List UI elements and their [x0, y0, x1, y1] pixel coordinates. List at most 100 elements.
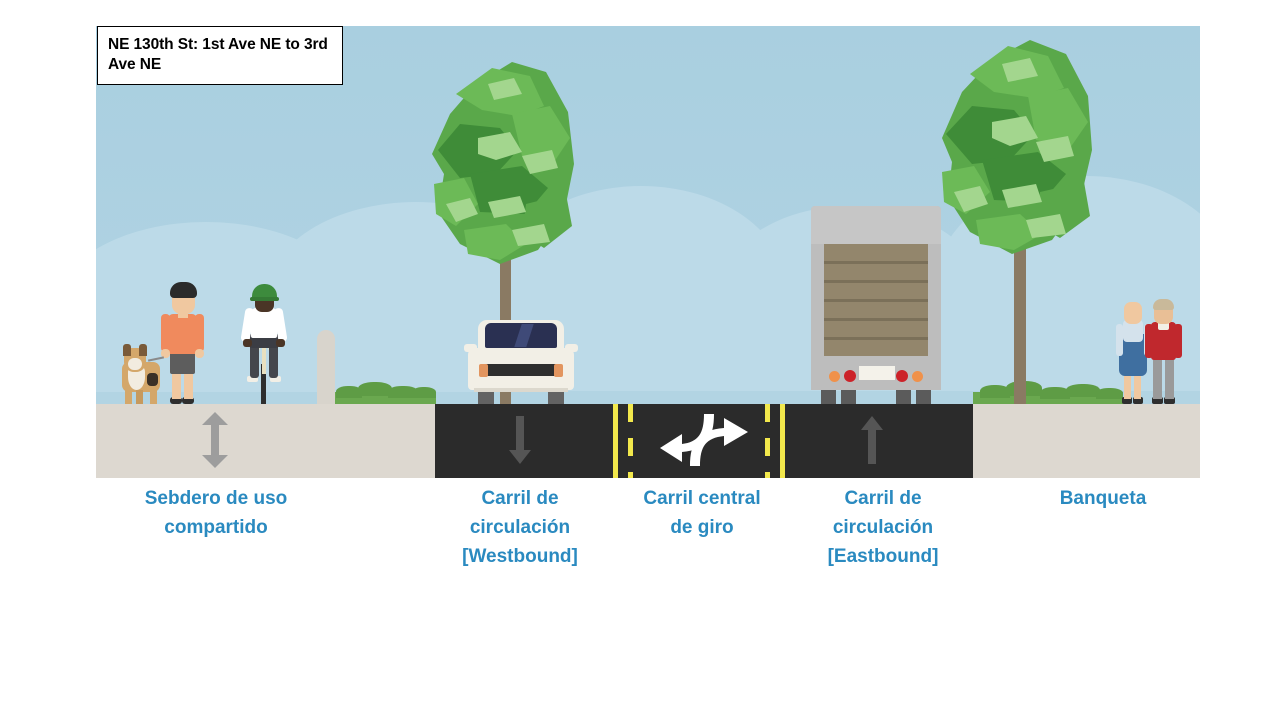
caption-center-turn-lane: Carril central de giro: [616, 485, 788, 543]
dog-leg: [125, 390, 132, 404]
person-leg: [1124, 373, 1131, 399]
car-westbound: [464, 314, 578, 404]
caption-line: Banqueta: [1059, 488, 1147, 509]
person-arm: [1116, 324, 1123, 356]
center-line-solid-left: [613, 404, 618, 478]
car-shadow: [474, 388, 568, 392]
person-hand: [161, 349, 170, 358]
shared-use-path-surface: [96, 404, 435, 478]
arrow-shaft: [211, 424, 219, 456]
truck-tail-light: [844, 370, 856, 382]
two-way-left-turn-arrows: [652, 408, 762, 472]
rider-leg: [269, 342, 278, 378]
person-leg: [172, 371, 181, 399]
center-line-dash: [628, 404, 633, 422]
street-cross-section-illustration: [96, 26, 1200, 478]
person-arm: [161, 314, 170, 352]
box-truck-eastbound: [811, 204, 941, 404]
caption-line: circulación: [469, 516, 571, 538]
shrub: [388, 386, 418, 398]
person-leg: [184, 371, 193, 399]
center-line-dash: [628, 472, 633, 478]
car-mirror: [565, 344, 578, 352]
dog-ear: [139, 344, 147, 356]
truck-door-slat: [824, 299, 928, 302]
pedestrian-with-dog: [116, 272, 208, 404]
center-line-dash: [765, 472, 770, 478]
person-torso: [1123, 320, 1143, 342]
person-pants: [1153, 355, 1162, 399]
truck-door-slat: [824, 318, 928, 321]
truck-marker-light: [912, 371, 923, 382]
person-shoe: [1152, 397, 1163, 404]
slide-title-text: NE 130th St: 1st Ave NE to 3rd Ave NE: [108, 36, 328, 73]
truck-tail-light: [896, 370, 908, 382]
car-taillight: [479, 364, 488, 377]
car-mirror: [464, 344, 477, 352]
shrub: [412, 387, 436, 398]
arrow-shaft: [516, 416, 524, 450]
truck-door-slat: [824, 261, 928, 264]
caption-line: circulación: [832, 516, 934, 538]
person-shorts: [170, 350, 195, 374]
rider-shirt: [251, 308, 277, 338]
bicycle-pedal: [247, 376, 258, 382]
tree-trunk: [500, 186, 511, 404]
rider-hand: [276, 339, 285, 347]
person-arm: [1174, 324, 1182, 358]
caption-eastbound-lane: Carril de circulación [Eastbound]: [796, 485, 970, 572]
dog-leg: [136, 390, 143, 404]
caption-line: compartido: [164, 516, 268, 538]
bicycle-pedal: [270, 376, 281, 382]
person-neck: [178, 310, 188, 318]
truck-wheel: [916, 387, 931, 404]
person-leg: [1134, 373, 1141, 399]
rider-helmet-brim: [250, 297, 279, 301]
caption-line: Carril central: [643, 488, 761, 509]
tree-foliage: [942, 40, 1092, 254]
arrow-head-down: [202, 455, 228, 468]
shrub: [1040, 387, 1070, 399]
center-line-dash: [628, 438, 633, 456]
eastbound-lane-arrow: [861, 416, 883, 464]
truck-door-slat: [824, 280, 928, 283]
truck-box-top-shade: [811, 206, 941, 244]
caption-line: de giro: [670, 516, 734, 538]
person-shirt: [168, 314, 197, 354]
street-tree-left: [426, 52, 576, 404]
caption-sidewalk: Banqueta: [1013, 485, 1193, 514]
center-line-solid-right: [780, 404, 785, 478]
dog-muzzle: [128, 358, 142, 370]
truck-license-plate: [859, 366, 895, 380]
truck-marker-light: [829, 371, 840, 382]
arrow-head-up: [202, 412, 228, 425]
caption-line: Sebdero de uso: [144, 488, 288, 509]
truck-wheel: [896, 387, 911, 404]
person-shoe: [182, 397, 194, 404]
person-head: [1124, 302, 1142, 324]
street-tree-right: [936, 36, 1096, 404]
tree-foliage: [432, 62, 574, 264]
bicycle-wheel: [261, 364, 266, 404]
person-pants: [1165, 355, 1174, 399]
person-hair: [170, 282, 197, 298]
shrub: [336, 386, 362, 398]
car-taillight-bar: [483, 364, 559, 376]
person-shoe: [170, 397, 182, 404]
cyclist: [234, 284, 294, 404]
truck-wheel: [821, 387, 836, 404]
shrub: [358, 382, 392, 396]
person-shoe: [1164, 397, 1175, 404]
pedestrian-pair: [1112, 286, 1182, 404]
arrow-shaft: [868, 430, 876, 464]
caption-shared-use-path: Sebdero de uso compartido: [122, 485, 310, 543]
person-shoe: [1133, 397, 1143, 404]
two-way-path-arrow: [202, 412, 228, 468]
shrub: [1096, 388, 1123, 399]
person-collar: [1158, 320, 1169, 330]
caption-line: Carril de: [844, 488, 922, 509]
rider-leg: [250, 342, 259, 378]
slide-title-box: NE 130th St: 1st Ave NE to 3rd Ave NE: [97, 26, 343, 85]
rider-helmet: [252, 284, 277, 300]
